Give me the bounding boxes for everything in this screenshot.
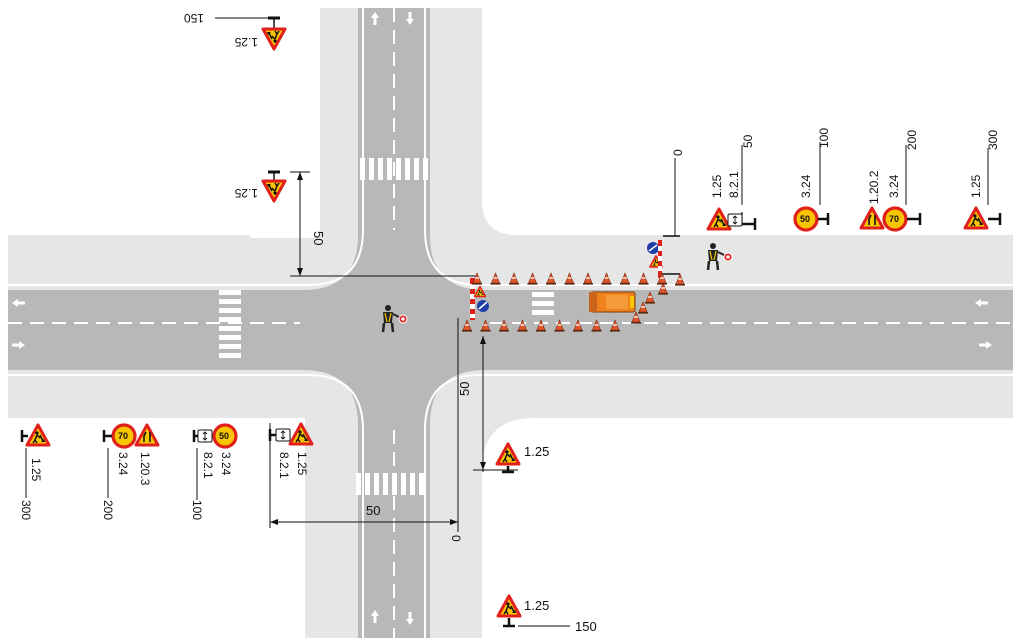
sign-code: 3.24 bbox=[219, 452, 233, 476]
sign-code: 1.20.2 bbox=[867, 170, 881, 204]
sign-left-300: 1.25 300 bbox=[19, 423, 51, 520]
work-zone-barrier-west bbox=[470, 278, 489, 320]
sign-distance: 150 bbox=[575, 619, 597, 634]
sign-distance: 300 bbox=[986, 130, 1000, 150]
distance-plate-icon bbox=[197, 429, 213, 443]
dim-left-gap: 50 bbox=[366, 503, 380, 518]
sign-right-50: 1.25 8.2.1 50 bbox=[706, 134, 757, 231]
sign-code: 3.24 bbox=[887, 174, 901, 198]
sign-bottom-near: 1.25 bbox=[495, 442, 549, 474]
sign-distance: 0 bbox=[671, 149, 685, 156]
sign-distance: 300 bbox=[19, 500, 33, 520]
roadworks-warning-icon bbox=[706, 207, 732, 231]
dimension-lines bbox=[215, 17, 570, 627]
sign-code: 1.25 bbox=[524, 444, 549, 459]
sign-code: 1.25 bbox=[295, 452, 309, 476]
sign-left-100: 50 3.24 8.2.1 100 bbox=[190, 423, 238, 520]
sign-right-200: 70 1.20.2 3.24 200 bbox=[859, 130, 922, 232]
crosswalk-west bbox=[219, 290, 241, 358]
sign-distance: 200 bbox=[905, 130, 919, 150]
dim-upper-gap: 50 bbox=[311, 231, 326, 245]
sign-left-200: 70 1.20.3 3.24 200 bbox=[101, 423, 160, 520]
edge-lines bbox=[8, 8, 1013, 638]
dim-left-zero: 0 bbox=[449, 535, 463, 542]
sign-code: 8.2.1 bbox=[727, 171, 741, 198]
sign-right-100: 50 3.24 100 bbox=[793, 128, 831, 232]
crosswalk-north bbox=[360, 158, 428, 180]
distance-plate-icon bbox=[275, 428, 291, 442]
sign-distance: 100 bbox=[190, 500, 204, 520]
roadworks-warning-icon bbox=[963, 206, 989, 230]
speed-value: 70 bbox=[889, 214, 899, 224]
speed-value: 50 bbox=[800, 214, 810, 224]
sign-code: 8.2.1 bbox=[201, 452, 215, 479]
sign-code: 1.25 bbox=[524, 598, 549, 613]
sign-code: 1.25 bbox=[234, 186, 258, 200]
sign-top-left-far: 1.25 150 bbox=[184, 11, 287, 51]
crosswalk-south bbox=[356, 473, 424, 495]
work-truck bbox=[589, 291, 636, 313]
sign-code: 1.25 bbox=[969, 174, 983, 198]
sign-code: 1.25 bbox=[29, 458, 43, 482]
distance-plate-icon bbox=[727, 213, 743, 227]
speed-value: 50 bbox=[219, 431, 229, 441]
speed-value: 70 bbox=[118, 431, 128, 441]
road-narrows-icon bbox=[859, 206, 885, 230]
sign-distance: 100 bbox=[817, 128, 831, 148]
sign-left-50: 1.25 8.2.1 bbox=[268, 422, 314, 479]
dimension-arrowheads bbox=[270, 172, 486, 525]
sign-code: 3.24 bbox=[116, 452, 130, 476]
sign-distance: 50 bbox=[741, 134, 755, 148]
sign-top-left-near: 1.25 bbox=[234, 170, 287, 203]
sign-code: 1.25 bbox=[234, 35, 258, 49]
sign-code: 1.20.3 bbox=[138, 452, 152, 486]
sign-right-0: 0 bbox=[647, 149, 685, 278]
sign-right-300: 1.25 300 bbox=[963, 130, 1002, 230]
center-lines bbox=[8, 8, 1013, 638]
sign-code: 3.24 bbox=[799, 174, 813, 198]
sign-distance: 150 bbox=[184, 11, 204, 25]
dim-lower-gap: 50 bbox=[457, 382, 472, 396]
sign-distance: 200 bbox=[101, 500, 115, 520]
crosswalk-east bbox=[532, 292, 554, 315]
sign-code: 1.25 bbox=[710, 174, 724, 198]
road-surface bbox=[8, 8, 1013, 638]
sign-code: 8.2.1 bbox=[277, 452, 291, 479]
sign-bottom-far: 1.25 150 bbox=[496, 594, 597, 634]
